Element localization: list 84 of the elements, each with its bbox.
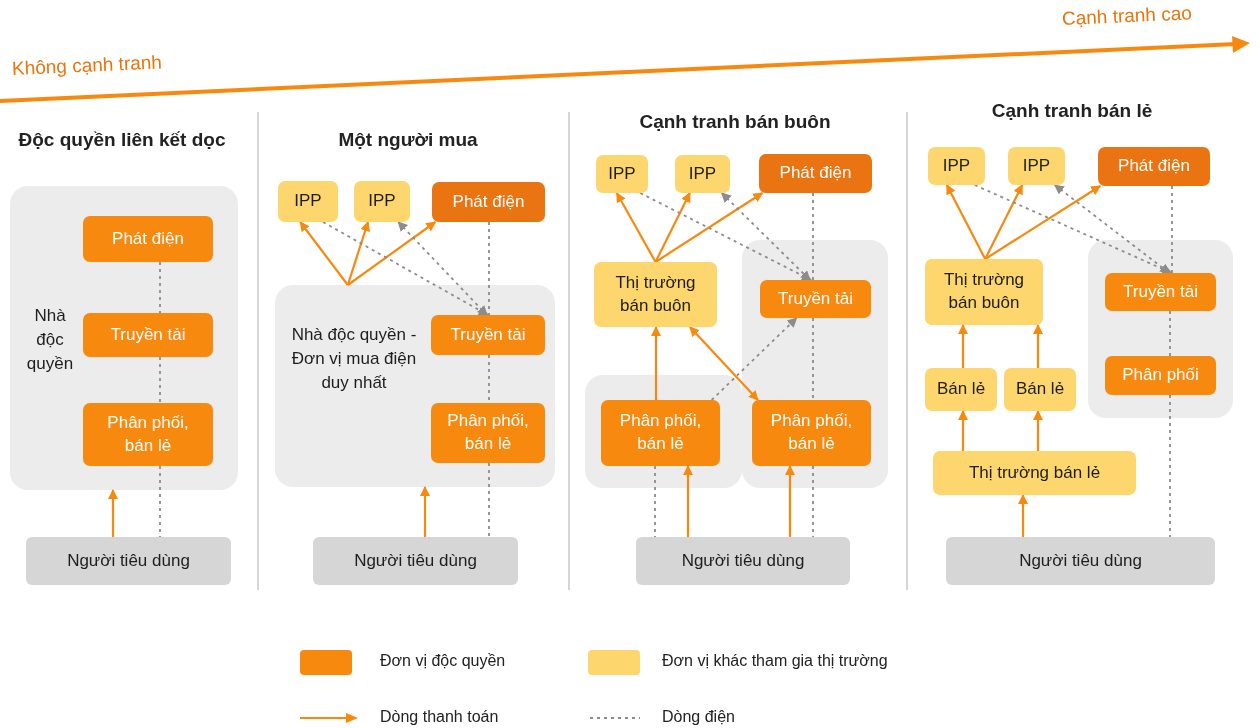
market-box: Bán lẻ bbox=[1004, 368, 1076, 411]
market-box: IPP bbox=[596, 155, 648, 193]
arrow bbox=[1018, 494, 1028, 537]
arrow bbox=[420, 486, 430, 537]
arrow bbox=[973, 184, 1173, 274]
group-label: Nhà độc quyền - Đơn vị mua điện duy nhất bbox=[290, 324, 418, 394]
arrow bbox=[710, 317, 798, 401]
connector-line bbox=[159, 465, 161, 538]
connector-line bbox=[488, 462, 490, 538]
group-panel bbox=[10, 186, 238, 490]
arrow bbox=[654, 192, 764, 263]
process-box: Phân phối, bán lẻ bbox=[431, 403, 545, 463]
arrow bbox=[720, 192, 811, 281]
arrow bbox=[689, 326, 759, 401]
arrow bbox=[615, 192, 657, 263]
group-panel bbox=[742, 240, 888, 488]
arrow bbox=[299, 221, 349, 286]
group-panel bbox=[275, 285, 555, 487]
process-box: Truyền tải bbox=[83, 313, 213, 357]
arrow bbox=[984, 184, 1024, 260]
connector-line bbox=[812, 192, 814, 281]
arrow bbox=[683, 465, 693, 537]
arrow bbox=[639, 192, 812, 281]
connector-line bbox=[654, 465, 656, 538]
arrow bbox=[322, 221, 489, 316]
arrow bbox=[397, 221, 488, 316]
arrow bbox=[945, 184, 987, 260]
legend-label: Đơn vị độc quyền bbox=[380, 652, 506, 670]
connector-line bbox=[812, 317, 814, 401]
market-box: IPP bbox=[354, 181, 410, 222]
consumer-box: Người tiêu dùng bbox=[313, 537, 518, 585]
group-label: Nhà độc quyền bbox=[25, 305, 75, 375]
market-box: Bán lẻ bbox=[925, 368, 997, 411]
connector-line bbox=[1169, 394, 1171, 538]
arrow bbox=[1033, 324, 1043, 368]
market-box: IPP bbox=[278, 181, 338, 222]
connector-line bbox=[488, 221, 490, 316]
panel-title: Cạnh tranh bán lẻ bbox=[991, 100, 1153, 122]
process-box: Phát điện bbox=[83, 216, 213, 262]
axis-label: Cạnh tranh cao bbox=[1061, 2, 1193, 30]
axis-label: Không cạnh tranh bbox=[11, 51, 163, 80]
market-box: Thị trường bán buôn bbox=[594, 262, 717, 327]
connector-line bbox=[159, 356, 161, 404]
arrow bbox=[958, 410, 968, 451]
arrow bbox=[346, 221, 370, 286]
arrow bbox=[1053, 184, 1171, 274]
connector-line bbox=[812, 465, 814, 538]
connector-line bbox=[1171, 185, 1173, 274]
process-box: Phát điện bbox=[432, 182, 545, 222]
group-panel bbox=[1088, 240, 1233, 418]
process-box: Phân phối, bán lẻ bbox=[752, 400, 871, 466]
market-box: Thị trường bán lẻ bbox=[933, 451, 1136, 495]
process-box: Phân phối bbox=[1105, 356, 1216, 395]
panel-title: Cạnh tranh bán buôn bbox=[639, 111, 831, 133]
process-box: Phát điện bbox=[1098, 147, 1210, 186]
arrow bbox=[654, 192, 691, 263]
consumer-box: Người tiêu dùng bbox=[26, 537, 231, 585]
connector-line bbox=[159, 261, 161, 314]
process-box: Truyền tải bbox=[760, 280, 871, 318]
process-box: Truyền tải bbox=[431, 315, 545, 355]
arrow bbox=[958, 324, 968, 368]
process-box: Phân phối, bán lẻ bbox=[601, 400, 720, 466]
consumer-box: Người tiêu dùng bbox=[946, 537, 1215, 585]
arrow bbox=[108, 489, 118, 537]
legend-label: Dòng điện bbox=[662, 708, 735, 726]
arrow bbox=[651, 326, 661, 400]
process-box: Phát điện bbox=[759, 154, 872, 193]
market-box: IPP bbox=[1008, 147, 1065, 185]
panel-title: Một người mua bbox=[338, 129, 478, 151]
arrow bbox=[984, 185, 1102, 260]
connector-line bbox=[1169, 310, 1171, 357]
process-box: Truyền tải bbox=[1105, 273, 1216, 311]
consumer-box: Người tiêu dùng bbox=[636, 537, 850, 585]
panel-title: Độc quyền liên kết dọc bbox=[18, 129, 226, 151]
legend-label: Dòng thanh toán bbox=[380, 708, 499, 726]
process-box: Phân phối, bán lẻ bbox=[83, 403, 213, 466]
market-box: Thị trường bán buôn bbox=[925, 259, 1043, 325]
market-box: IPP bbox=[928, 147, 985, 185]
legend-label: Đơn vị khác tham gia thị trường bbox=[662, 652, 888, 670]
market-box: IPP bbox=[675, 155, 730, 193]
arrow bbox=[785, 465, 795, 537]
arrow bbox=[1033, 410, 1043, 451]
arrow bbox=[347, 221, 437, 286]
group-panel bbox=[585, 375, 742, 488]
